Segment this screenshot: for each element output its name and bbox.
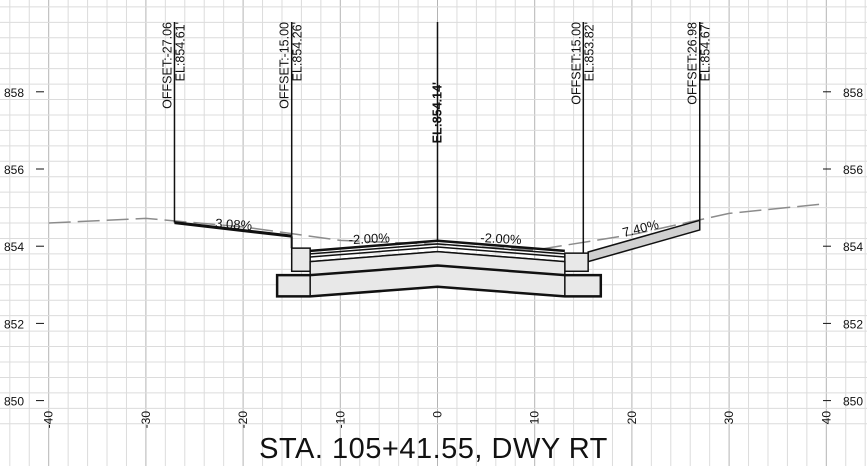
callout-offset-label: OFFSET:-27.06	[160, 22, 174, 109]
section-title: STA. 105+41.55, DWY RT	[259, 433, 608, 465]
pavement-layer-line	[310, 243, 565, 255]
x-tick-label: -30	[139, 411, 153, 429]
callout-elevation-label: EL:854.67'	[699, 22, 713, 81]
slope-label: -2.00%	[348, 230, 390, 247]
slope-label: -2.00%	[480, 230, 522, 247]
pavement-section	[174, 219, 701, 298]
y-tick-label-left: 856	[4, 163, 24, 177]
y-tick-label-right: 850	[843, 395, 863, 409]
callout-elevation-label: EL:854.26'	[291, 22, 305, 81]
callout-elevation-label: EL:854.14'	[431, 82, 445, 143]
x-tick-label: -20	[236, 411, 250, 429]
callout-offset-label: OFFSET:15.00	[569, 22, 583, 105]
y-tick-label-right: 854	[843, 240, 863, 254]
x-tick-label: 20	[625, 411, 639, 425]
slope-labels: 3.08%-2.00%-2.00%7.40%	[215, 216, 661, 248]
y-tick-label-right: 852	[843, 317, 863, 331]
y-tick-label-right: 856	[843, 163, 863, 177]
callout-offset-label: OFFSET:26.98	[686, 22, 700, 105]
y-tick-label-left: 850	[4, 395, 24, 409]
slope-label: 3.08%	[215, 216, 253, 234]
callout-offset-label: OFFSET:-15.00	[278, 22, 292, 109]
pavement-layer-line	[310, 246, 565, 258]
y-tick-label-left: 852	[4, 317, 24, 331]
x-tick-label: 0	[431, 411, 445, 418]
left-fill-slope	[174, 221, 292, 238]
x-tick-label: 30	[722, 411, 736, 425]
y-tick-label-right: 858	[843, 86, 863, 100]
left-curb	[290, 247, 311, 273]
x-tick-label: -10	[333, 411, 347, 429]
x-tick-label: 40	[819, 411, 833, 425]
axis-tick-labels: 858 858 856 856 854 854 852 852 850 850 -40 -30 -20 -…	[4, 86, 863, 429]
x-tick-label: 10	[528, 411, 542, 425]
subbase	[275, 264, 603, 298]
callout-elevation-label: EL:854.61'	[173, 22, 187, 81]
right-curb	[564, 252, 589, 273]
callout-elevation-label: EL:853.82'	[582, 22, 596, 81]
y-tick-label-left: 858	[4, 86, 24, 100]
y-tick-label-left: 854	[4, 240, 24, 254]
x-tick-label: -40	[42, 411, 56, 429]
